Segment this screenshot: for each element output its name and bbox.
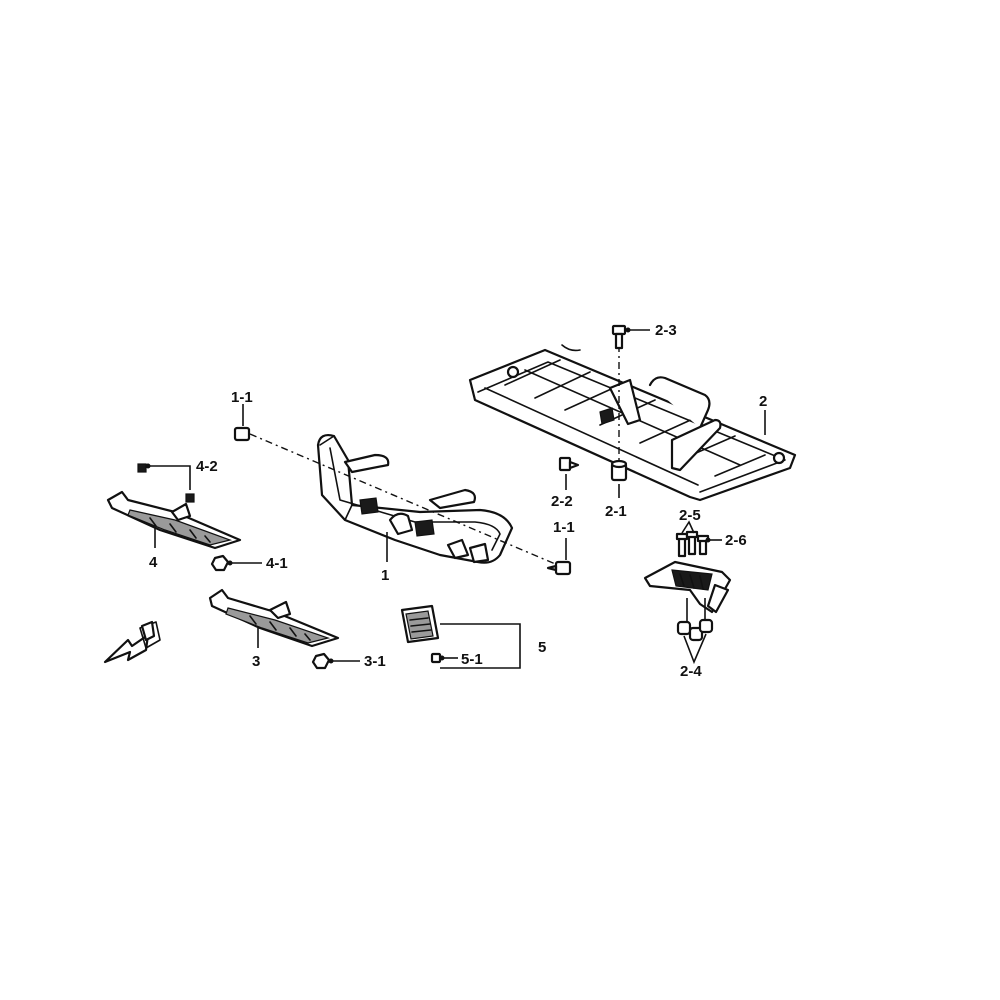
callout-2-1: 2-1 xyxy=(605,503,627,520)
footrest-plate-4 xyxy=(106,490,242,550)
front-direction-arrow-icon xyxy=(103,620,161,664)
callout-3: 3 xyxy=(252,653,260,670)
rubber-grommets-2-4-icon xyxy=(676,598,714,642)
callout-1-1-lower: 1-1 xyxy=(553,519,575,536)
bolts-2-5-icon xyxy=(675,530,699,558)
callout-2-4: 2-4 xyxy=(680,663,702,680)
callout-5: 5 xyxy=(538,639,546,656)
callout-4-2: 4-2 xyxy=(196,458,218,475)
bolt-2-3-icon xyxy=(611,324,627,350)
callout-4-1: 4-1 xyxy=(266,555,288,572)
callout-1-1-upper: 1-1 xyxy=(231,389,253,406)
callout-2-3: 2-3 xyxy=(655,322,677,339)
leader-4-2 xyxy=(148,465,191,490)
leader-5 xyxy=(440,623,521,669)
clip-4-2-icon xyxy=(137,463,195,503)
rear-carrier-rack xyxy=(468,344,797,502)
nut-3-1-icon xyxy=(311,652,331,670)
callout-2: 2 xyxy=(759,393,767,410)
screw-5-1-icon xyxy=(430,652,442,664)
callout-3-1: 3-1 xyxy=(364,653,386,670)
bolt-2-2-icon xyxy=(558,456,580,472)
callout-2-2: 2-2 xyxy=(551,493,573,510)
spacer-2-1-icon xyxy=(610,459,628,482)
bolt-1-1-lower-icon xyxy=(546,560,572,576)
callout-1: 1 xyxy=(381,567,389,584)
callout-2-6: 2-6 xyxy=(725,532,747,549)
leader-2-5 xyxy=(681,520,695,534)
callout-2-5: 2-5 xyxy=(679,507,701,524)
front-bumper-frame xyxy=(316,433,514,564)
bolt-1-1-upper-icon xyxy=(233,426,251,442)
mounting-axis-1-1 xyxy=(249,433,561,567)
footrest-plate-3 xyxy=(208,588,340,648)
callout-5-1: 5-1 xyxy=(461,651,483,668)
leader-2-4 xyxy=(683,633,707,665)
reflector-bracket-5 xyxy=(400,604,440,644)
nut-4-1-icon xyxy=(210,554,230,572)
rear-bracket-plate xyxy=(643,560,732,614)
callout-4: 4 xyxy=(149,554,158,571)
